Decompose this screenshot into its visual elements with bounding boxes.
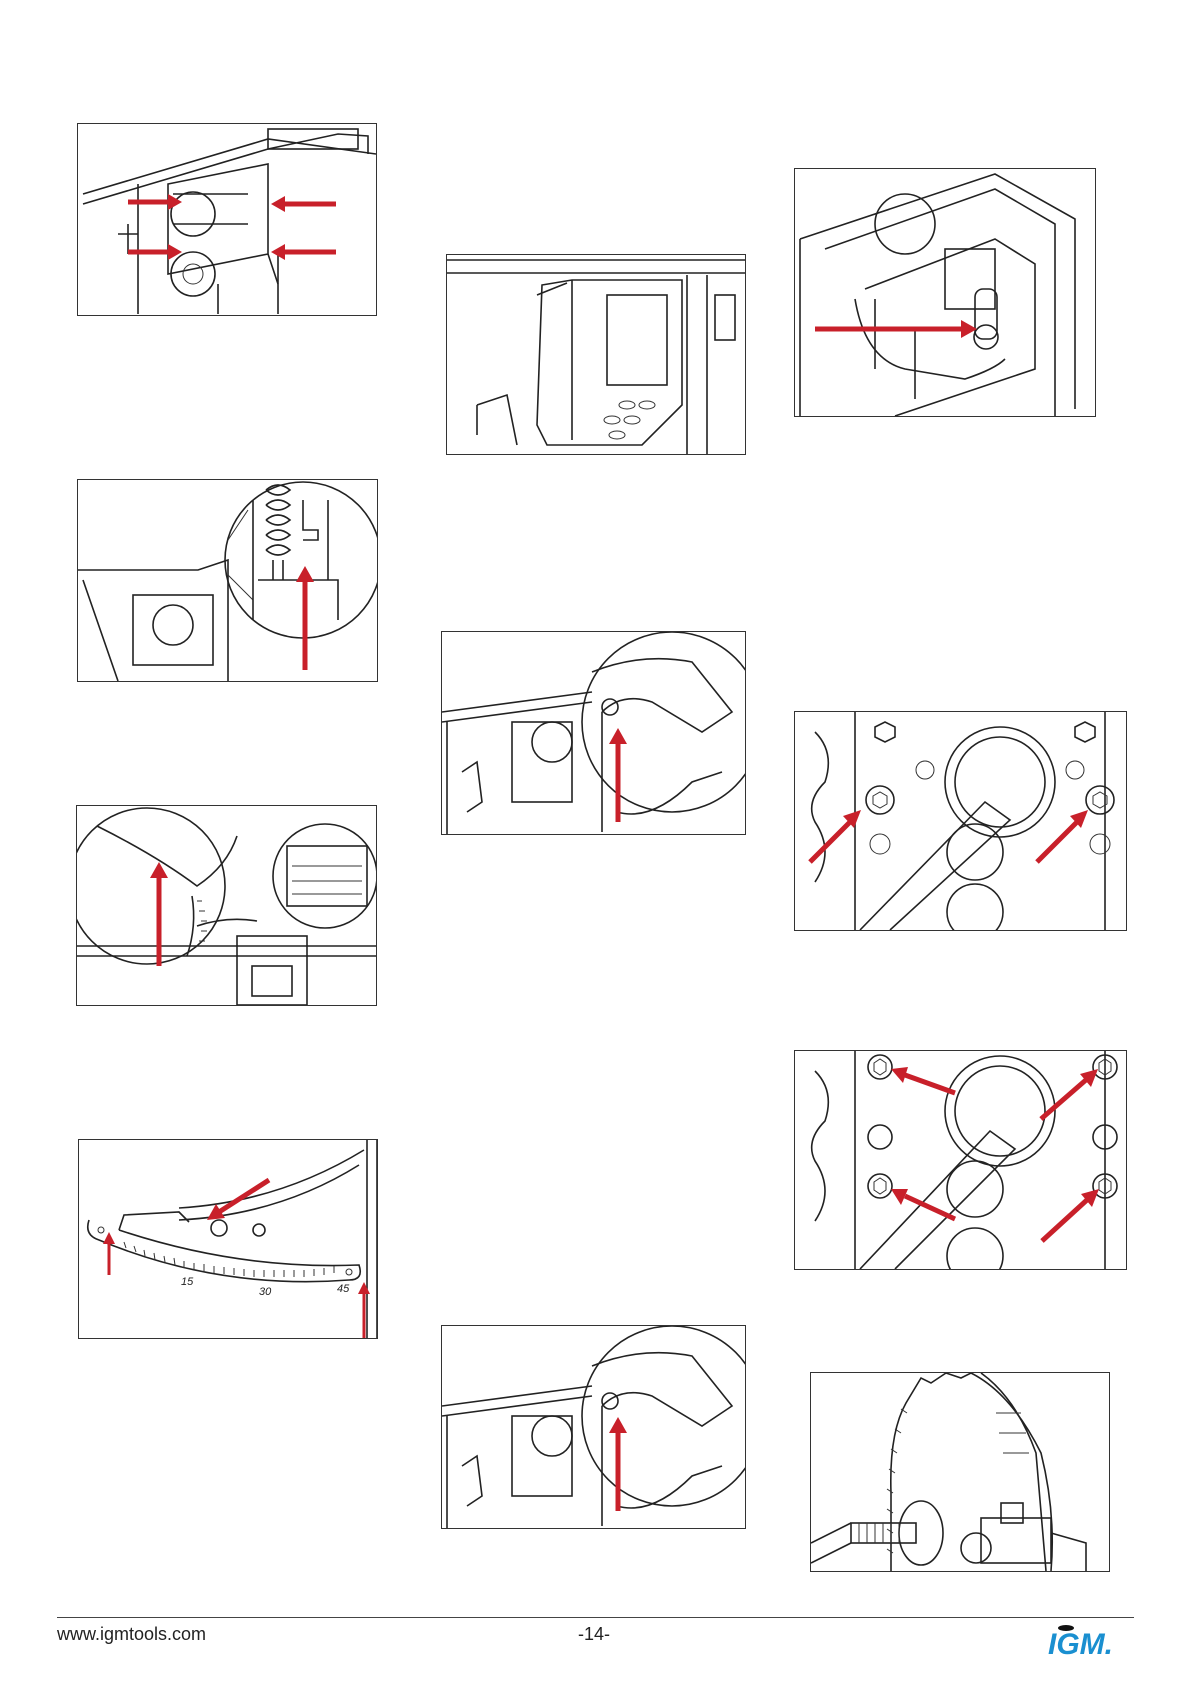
figure-scale-drawing [77, 806, 376, 1005]
figure-trunnion-front-drawing [78, 124, 376, 315]
figure-cabinet-door [446, 254, 746, 455]
figure-trunnion-bolts-b [794, 1050, 1127, 1270]
figure-trunnion-bolts-b-drawing [795, 1051, 1126, 1269]
figure-motor-lock-magnified [77, 479, 378, 682]
figure-motor-lock-drawing [78, 480, 377, 681]
igm-logo-text: IGM. [1048, 1628, 1113, 1658]
figure-cabinet-bolt-drawing [442, 632, 745, 834]
figure-trunnion-bolts-a [794, 711, 1127, 931]
footer-website-link[interactable]: www.igmtools.com [57, 1624, 206, 1645]
figure-blade-arbor-drawing [811, 1373, 1109, 1571]
figure-cabinet-door-drawing [447, 255, 745, 454]
figure-cabinet-bolt-magnified [441, 631, 746, 835]
figure-cabinet-bolt-magnified-2 [441, 1325, 746, 1529]
figure-motor-top-drawing [795, 169, 1095, 416]
figure-bevel-scale: 15 30 45 [78, 1139, 378, 1339]
figure-blade-arbor [810, 1372, 1110, 1572]
figure-trunnion-front [77, 123, 377, 316]
igm-logo: IGM. [1046, 1624, 1126, 1658]
figure-scale-magnified [76, 805, 377, 1006]
scale-tick-45: 45 [337, 1283, 350, 1295]
footer-divider [57, 1617, 1134, 1618]
figure-motor-top [794, 168, 1096, 417]
scale-tick-15: 15 [181, 1276, 194, 1288]
scale-tick-30: 30 [259, 1286, 272, 1298]
figure-cabinet-bolt-2-drawing [442, 1326, 745, 1528]
figure-bevel-scale-drawing: 15 30 45 [79, 1140, 377, 1338]
page-number: -14- [578, 1624, 610, 1645]
figure-trunnion-bolts-a-drawing [795, 712, 1126, 930]
